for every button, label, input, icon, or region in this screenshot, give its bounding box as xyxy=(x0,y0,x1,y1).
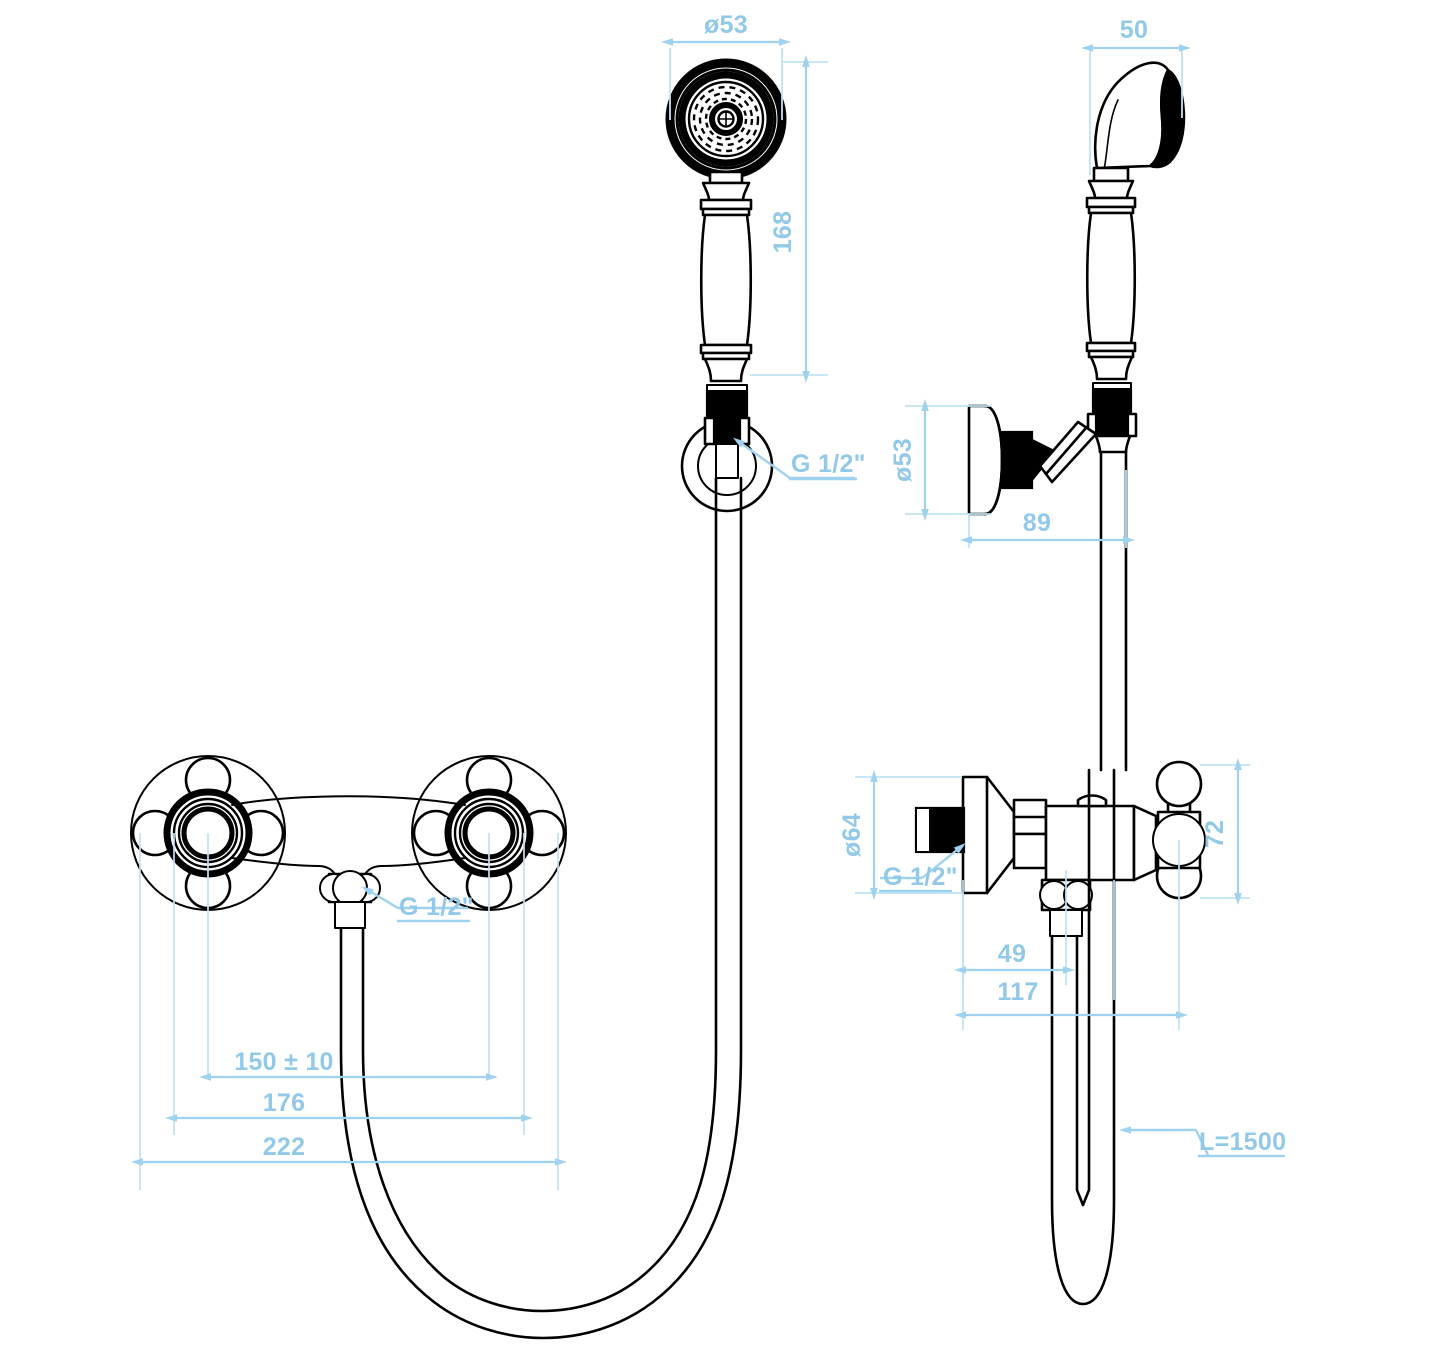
callout-hose-length: L=1500 xyxy=(1119,1126,1286,1158)
callout-mixer-front-thread: G 1/2" xyxy=(361,886,474,921)
dim-label-mixer-side-thread: G 1/2" xyxy=(883,863,958,891)
dim-label-handle-height: 72 xyxy=(1201,820,1229,848)
dim-handle-centers: 150 ± 10 xyxy=(199,1048,498,1081)
dim-label-hose-length: L=1500 xyxy=(1199,1128,1286,1156)
view-handshower-front: ø53 168 G 1/2" xyxy=(339,11,866,1340)
dim-handshower-length: 168 xyxy=(750,55,828,383)
dim-wall-bracket-diameter: ø53 xyxy=(889,399,990,521)
dim-wall-bracket-projection: 89 xyxy=(960,470,1135,548)
view-mixer-front: G 1/2" 150 ± 10 176 222 xyxy=(130,755,567,1190)
shower-head-face xyxy=(665,58,787,180)
dim-label-wall-bracket-projection: 89 xyxy=(1023,509,1051,537)
dim-handshower-head-width: 50 xyxy=(1081,16,1191,175)
view-mixer-side: ø64 G 1/2" 72 49 117 xyxy=(838,758,1286,1306)
dim-label-wall-bracket-diameter: ø53 xyxy=(889,438,917,482)
view-handshower-side: 50 ø53 89 xyxy=(889,16,1191,772)
dim-escutcheon-diameter: ø64 xyxy=(838,770,962,900)
dim-label-handle-centers: 150 ± 10 xyxy=(234,1048,334,1076)
dim-label-body-depth: 117 xyxy=(997,978,1038,1006)
dim-label-head-width-side: 50 xyxy=(1120,16,1148,44)
dim-label-head-diameter: ø53 xyxy=(704,11,748,39)
callout-mixer-side-thread: G 1/2" xyxy=(880,843,966,891)
dim-outlet-offset: 49 xyxy=(954,893,1075,985)
dim-label-mixer-front-thread: G 1/2" xyxy=(399,893,474,921)
callout-handshower-thread: G 1/2" xyxy=(733,437,866,480)
mixer-wall-flange xyxy=(914,775,1016,895)
dim-label-body-width-inner: 176 xyxy=(263,1089,306,1117)
dim-label-escutcheon-diameter: ø64 xyxy=(838,813,866,857)
dim-label-body-width-outer: 222 xyxy=(263,1133,306,1161)
dim-handshower-head-diameter: ø53 xyxy=(661,11,791,120)
dim-body-width-inner: 176 xyxy=(165,1089,533,1122)
mixer-hose-side xyxy=(1050,768,1116,1306)
dim-label-handshower-thread: G 1/2" xyxy=(791,450,866,478)
shower-hose-left xyxy=(339,476,743,1340)
dim-handle-height: 72 xyxy=(1200,758,1250,905)
shower-hose-right xyxy=(1099,450,1128,772)
dim-label-outlet-offset: 49 xyxy=(998,940,1026,968)
wall-bracket xyxy=(967,404,1098,516)
dim-body-depth: 117 xyxy=(954,978,1188,1019)
dim-label-handshower-length: 168 xyxy=(769,211,797,254)
dim-body-width-outer: 222 xyxy=(131,1133,567,1166)
mixer-outlet-nut xyxy=(319,870,381,929)
